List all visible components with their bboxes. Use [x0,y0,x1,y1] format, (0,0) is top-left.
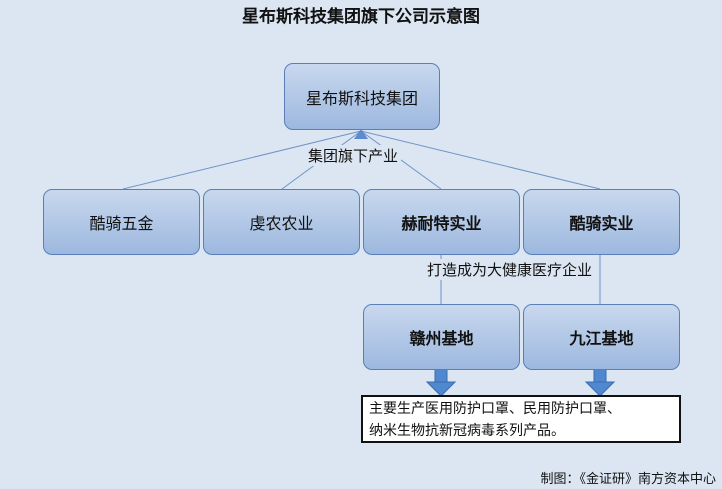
base-node: 赣州基地 [363,304,520,370]
products-textbox: 主要生产医用防护口罩、民用防护口罩、 纳米生物抗新冠病毒系列产品。 [361,395,681,443]
subsidiary-node: 虔农农业 [203,189,360,255]
footer-credit: 制图：《金证研》南方资本中心 [540,472,716,487]
root-node: 星布斯科技集团 [284,63,440,130]
products-line: 纳米生物抗新冠病毒系列产品。 [369,423,565,439]
mid-label: 打造成为大健康医疗企业 [424,259,596,280]
connector-line [122,130,362,190]
base-node: 九江基地 [523,304,680,370]
subsidiary-node: 赫耐特实业 [363,189,520,255]
group-label: 集团旗下产业 [305,145,402,166]
arrowhead-icon [354,129,368,139]
connector-line [360,130,601,190]
diagram-title: 星布斯科技集团旗下公司示意图 [242,7,480,27]
subsidiary-node: 酷骑五金 [43,189,200,255]
products-line: 主要生产医用防护口罩、民用防护口罩、 [369,401,621,417]
subsidiary-node: 酷骑实业 [523,189,680,255]
